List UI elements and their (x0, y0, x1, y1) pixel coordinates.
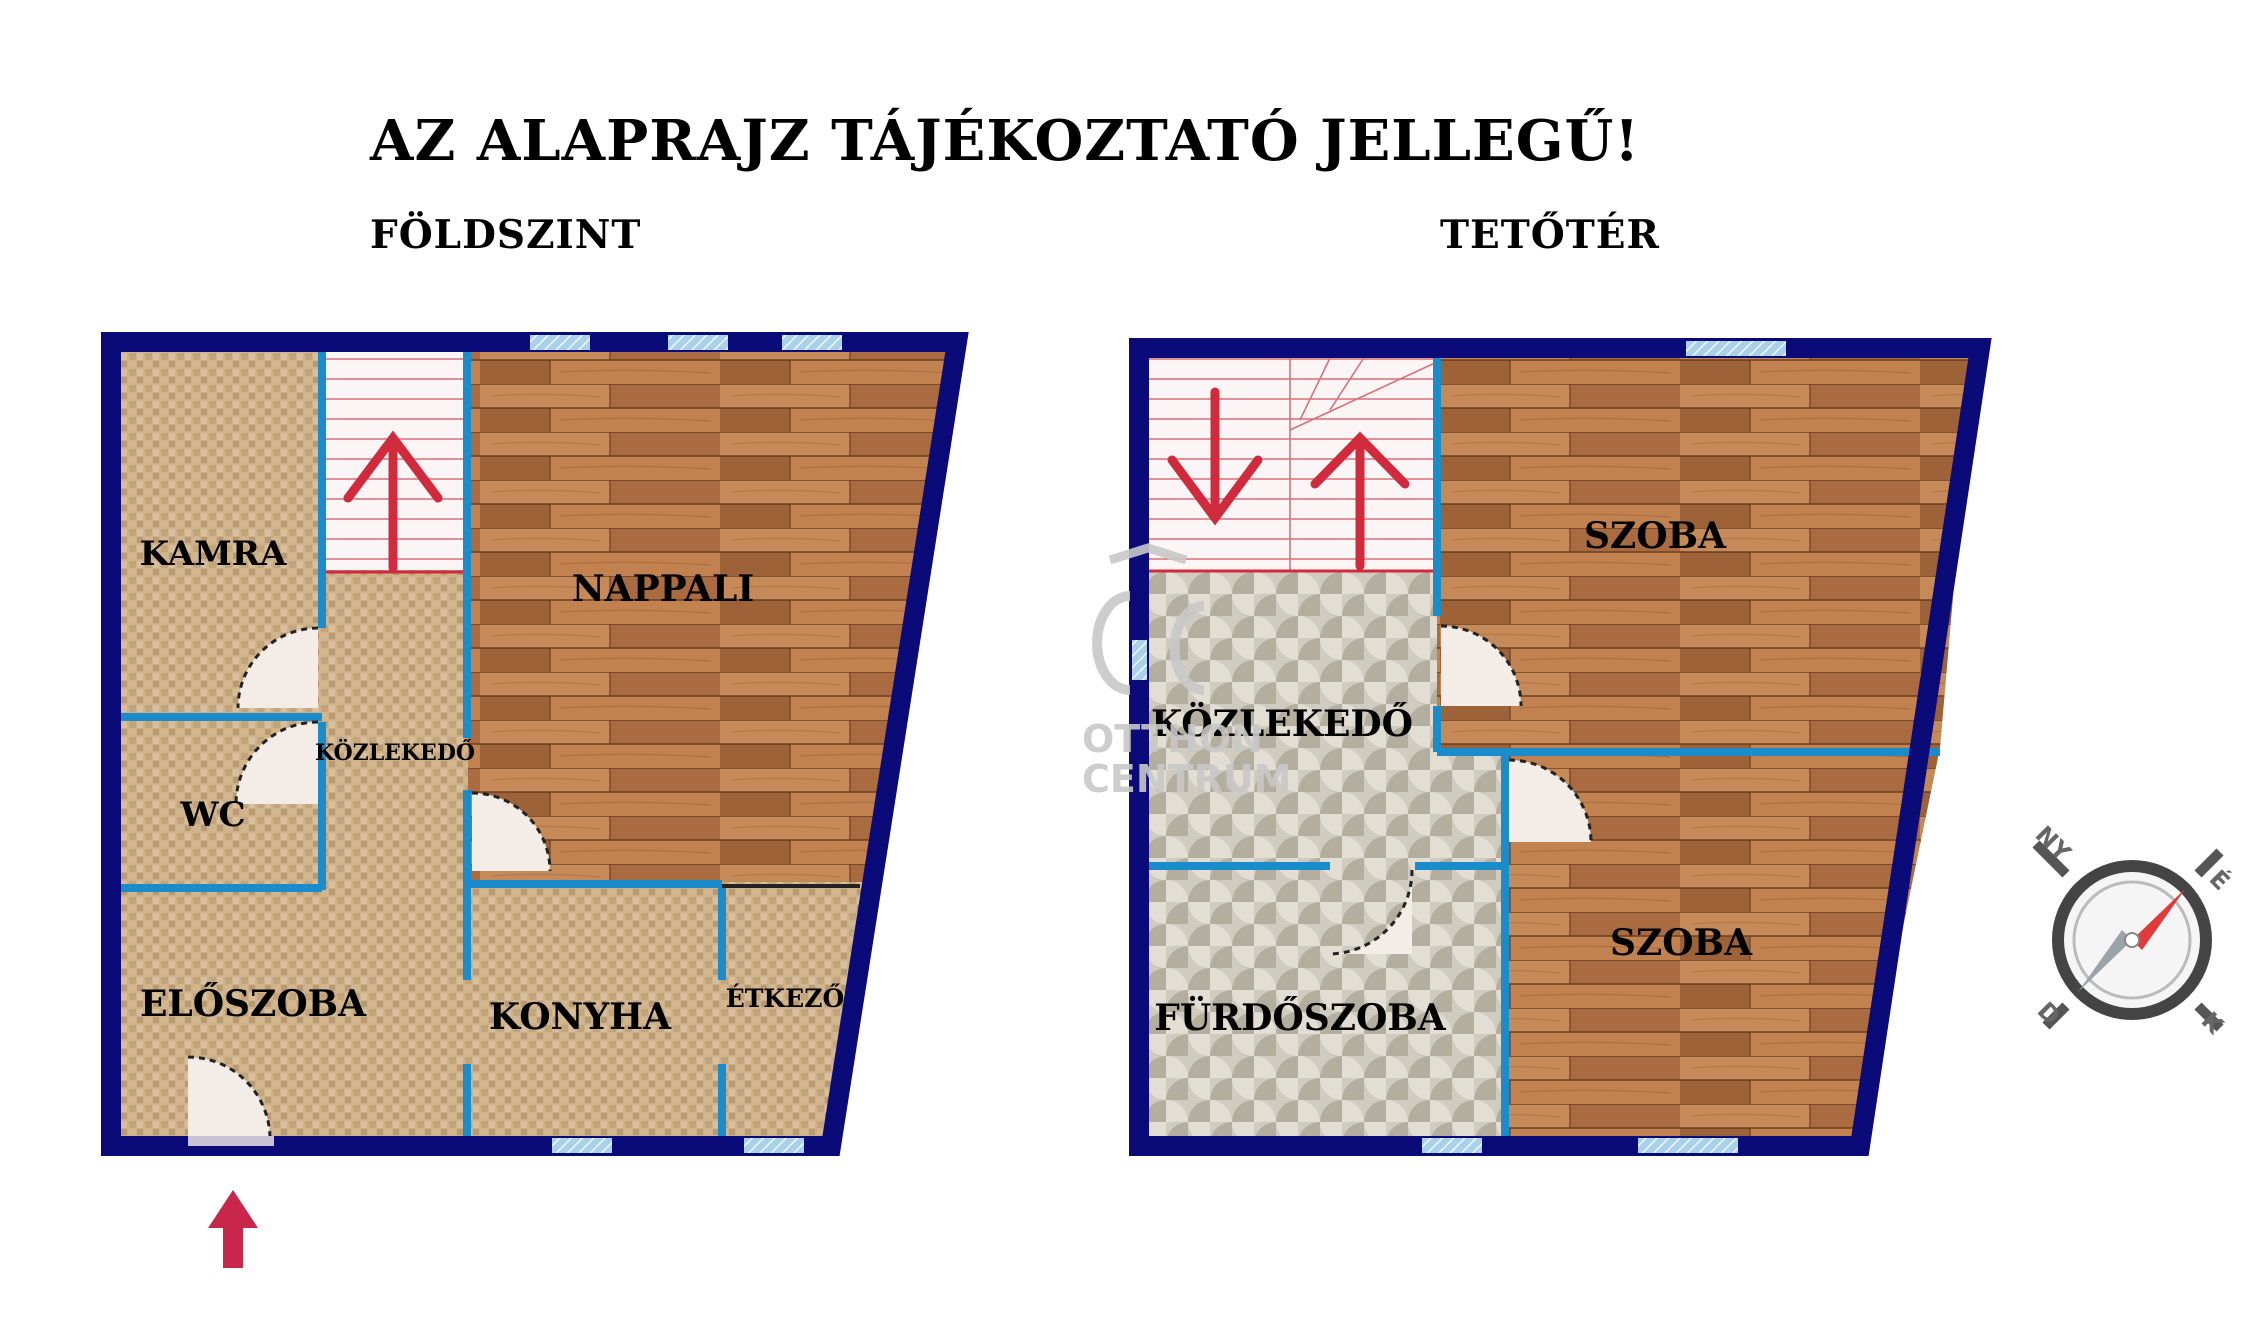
room-label-eloszoba: ELŐSZOBA (140, 983, 367, 1025)
attic-staircase (1145, 354, 1437, 570)
compass-icon: É K D NY (2030, 820, 2236, 1040)
watermark-logo: OTTHON CENTRUM (1082, 543, 1292, 801)
stair-up-arrow-icon (343, 430, 443, 573)
attic-floor-plan: SZOBA KÖZLEKEDŐ SZOBA FÜRDŐSZOBA (1129, 338, 1992, 1156)
room-label-wc: WC (179, 795, 245, 835)
room-label-kozlekedo-attic: KÖZLEKEDŐ (1151, 702, 1413, 745)
stair-up-arrow-icon-attic (1310, 431, 1410, 571)
stair-down-arrow-icon (1167, 387, 1263, 526)
ground-floor-title: FÖLDSZINT (370, 212, 642, 258)
room-label-szoba-1: SZOBA (1584, 515, 1727, 557)
room-label-kozlekedo-ground: KÖZLEKEDŐ (315, 738, 475, 766)
entrance-arrow-icon (208, 1190, 258, 1268)
attic-room2-floor (1505, 748, 1940, 1136)
attic-room1-floor (1437, 354, 1974, 748)
watermark-line-2: CENTRUM (1082, 757, 1292, 801)
room-label-etkezo: ÉTKEZŐ (726, 984, 844, 1013)
attic-door-swings (1327, 624, 1593, 956)
room-label-nappali: NAPPALI (572, 568, 754, 610)
watermark-line-1: OTTHON (1082, 717, 1263, 761)
room-label-szoba-2: SZOBA (1610, 922, 1753, 964)
page-title: AZ ALAPRAJZ TÁJÉKOZTATÓ JELLEGŰ! (370, 108, 1640, 174)
ground-windows (188, 335, 842, 1153)
room-label-konyha: KONYHA (489, 996, 672, 1038)
room-label-kamra: KAMRA (140, 534, 287, 574)
ground-inner-walls (121, 348, 726, 1136)
attic-inner-walls (1145, 354, 1940, 1136)
ground-floor-plan: KAMRA WC KÖZLEKEDŐ NAPPALI ELŐSZOBA KONY… (101, 332, 969, 1268)
attic-windows (1132, 341, 1786, 1153)
attic-floor-title: TETŐTÉR (1440, 212, 1660, 258)
room-label-furdoszoba: FÜRDŐSZOBA (1154, 996, 1447, 1039)
compass-west-label: NY (2030, 820, 2077, 867)
nappali-floor (468, 348, 950, 882)
ground-door-swings (187, 626, 552, 1138)
compass-south-label: D (2032, 996, 2066, 1030)
